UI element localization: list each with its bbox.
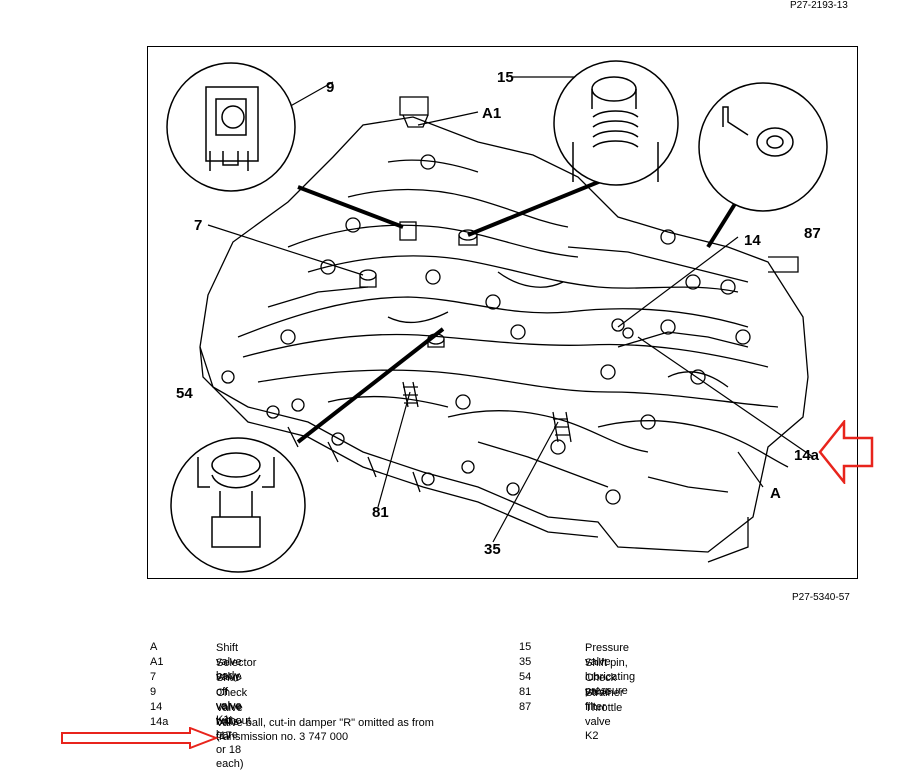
legend-code: 14	[150, 701, 163, 713]
legend-desc: Selector valve	[216, 657, 257, 683]
legend-desc: Shift pin, lubricating pressure	[585, 657, 636, 697]
legend-code: 54	[519, 671, 532, 683]
legend-code: A1	[150, 656, 164, 668]
legend-code: 35	[519, 656, 532, 668]
red-arrow-right-icon	[61, 727, 219, 749]
detail-circle-87	[698, 82, 828, 212]
callout-label-14a: 14a	[794, 447, 820, 464]
legend-desc: Check valve	[585, 672, 617, 698]
figure-reference-top: P27-2193-13	[790, 0, 848, 11]
detail-circle-15	[553, 60, 679, 186]
detail-circle-9	[166, 62, 296, 192]
legend-code: 7	[150, 671, 157, 683]
callout-label-7: 7	[194, 217, 203, 234]
legend-code: 87	[519, 701, 532, 713]
callout-label-54: 54	[176, 385, 193, 402]
callout-label-15: 15	[497, 69, 514, 86]
legend-code: 15	[519, 641, 532, 653]
red-arrow-left-icon	[818, 420, 874, 484]
callout-label-14: 14	[744, 232, 761, 249]
legend-desc: Valve ball, cut-in damper "R" omitted as…	[216, 717, 434, 743]
legend-desc: Pressure valve	[585, 642, 630, 668]
legend-desc: Shift valve body	[216, 642, 242, 682]
detail-circle-54	[170, 437, 306, 573]
legend-desc: Check valve without bore	[216, 687, 251, 741]
legend-code: A	[150, 641, 158, 653]
valve-body-diagram	[166, 60, 828, 573]
callout-label-81: 81	[372, 504, 389, 521]
callout-label-a1: A1	[482, 105, 502, 122]
legend-desc: Throttle valve K2	[585, 702, 623, 742]
figure-reference-bottom: P27-5340-57	[792, 592, 850, 603]
callout-label-35: 35	[484, 541, 501, 558]
legend-code: 81	[519, 686, 532, 698]
legend-code: 9	[150, 686, 157, 698]
callout-label-87: 87	[804, 225, 821, 242]
legend-desc: Shut-off valve K1	[216, 672, 243, 726]
selector-connector-a1	[399, 96, 429, 128]
callout-label-9: 9	[326, 79, 335, 96]
legend-desc: Strainer filter	[585, 687, 624, 713]
legend-code: 14a	[150, 716, 169, 728]
callout-label-a: A	[770, 485, 781, 502]
figure-frame: 9 A1 15 87 7 14 54 14a A 81 35	[147, 46, 858, 579]
